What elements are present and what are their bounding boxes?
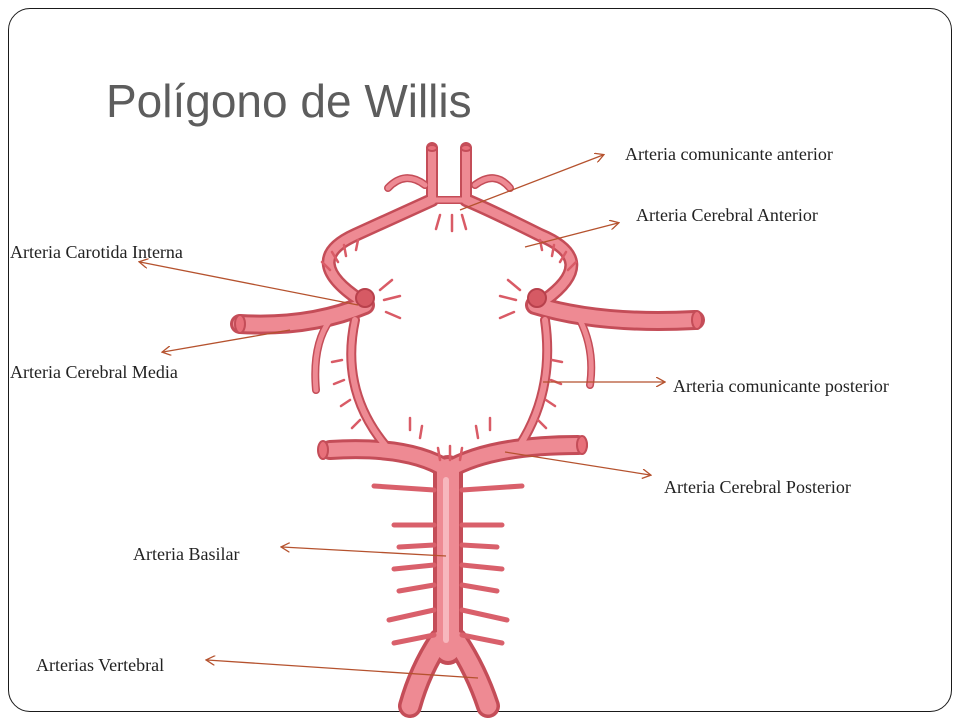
arrow-comunicante-anterior	[459, 155, 603, 211]
label-cerebral-media: Arteria Cerebral Media	[10, 362, 178, 382]
arrow-basilar	[282, 547, 447, 557]
arrow-cerebral-anterior	[524, 223, 618, 248]
label-cerebral-anterior: Arteria Cerebral Anterior	[636, 205, 818, 225]
annotation-arrows	[140, 155, 664, 679]
artery-network	[230, 142, 705, 718]
slide-frame	[8, 8, 952, 712]
label-cerebral-posterior: Arteria Cerebral Posterior	[664, 477, 851, 497]
arrow-cerebral-posterior	[504, 451, 650, 475]
arrow-vertebral	[207, 660, 479, 679]
label-basilar: Arteria Basilar	[133, 544, 240, 564]
slide-title: Polígono de Willis	[106, 75, 472, 127]
arrow-carotida-interna	[140, 262, 359, 306]
arrow-cerebral-media	[163, 329, 291, 352]
label-carotida-interna: Arteria Carotida Interna	[10, 242, 183, 262]
label-comunicante-posterior: Arteria comunicante posterior	[673, 376, 889, 396]
label-comunicante-anterior: Arteria comunicante anterior	[625, 144, 833, 164]
label-vertebral: Arterias Vertebral	[36, 655, 165, 675]
